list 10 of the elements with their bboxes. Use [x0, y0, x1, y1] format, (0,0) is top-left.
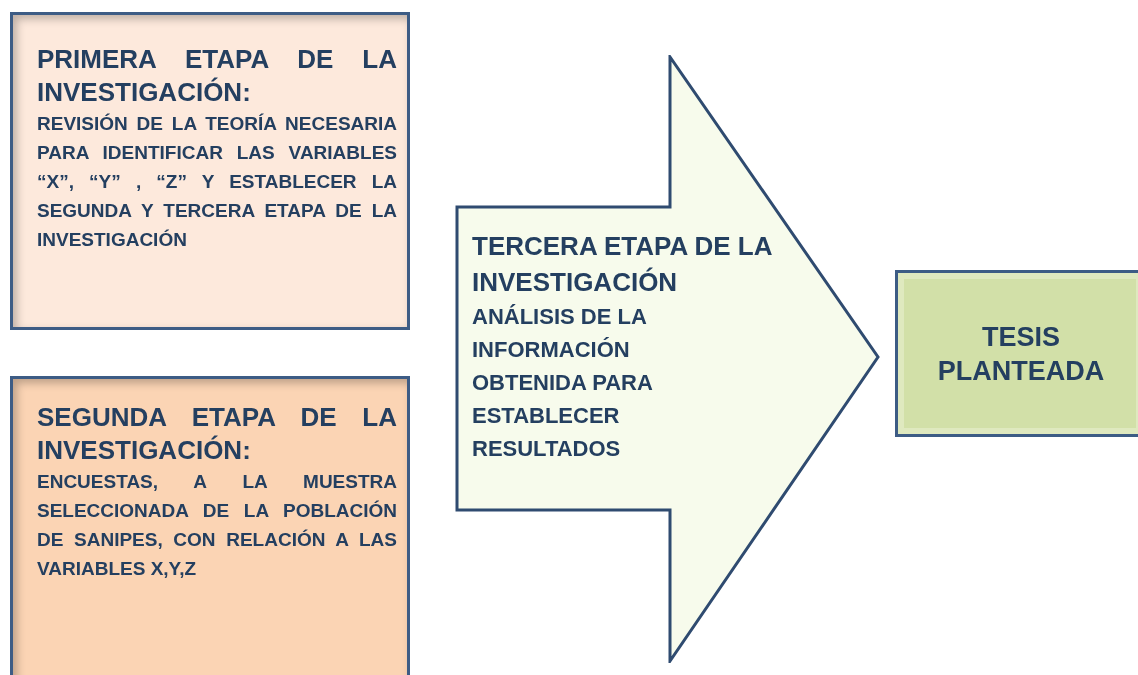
- stage-box: [10, 12, 410, 330]
- stage-heading: TERCERA ETAPA DE LA INVESTIGACIÓN: [472, 230, 773, 299]
- stage-box: [10, 376, 410, 675]
- stage-heading: SEGUNDA ETAPA DE LA INVESTIGACIÓN:: [37, 401, 397, 467]
- result-text: TESIS PLANTEADA: [936, 320, 1106, 388]
- stage-description: REVISIÓN DE LA TEORÍA NECESARIA PARA IDENTIFICAR LAS VARIABLES “X”, “Y” , “Z” Y ESTABLECER LA SEGUNDA Y TERCERA ETAPA DE LA INVESTIGACIÓN: [37, 112, 397, 252]
- stage-description: ANÁLISIS DE LA INFORMACIÓN OBTENIDA PARA ESTABLECER RESULTADOS: [472, 303, 654, 463]
- stage-heading: PRIMERA ETAPA DE LA INVESTIGACIÓN:: [37, 43, 397, 109]
- stage-description: ENCUESTAS, A LA MUESTRA SELECCIONADA DE LA POBLACIÓN DE SANIPES, CON RELACIÓN A LAS VARIABLES X,Y,Z: [37, 470, 397, 581]
- result-box: [895, 270, 1138, 437]
